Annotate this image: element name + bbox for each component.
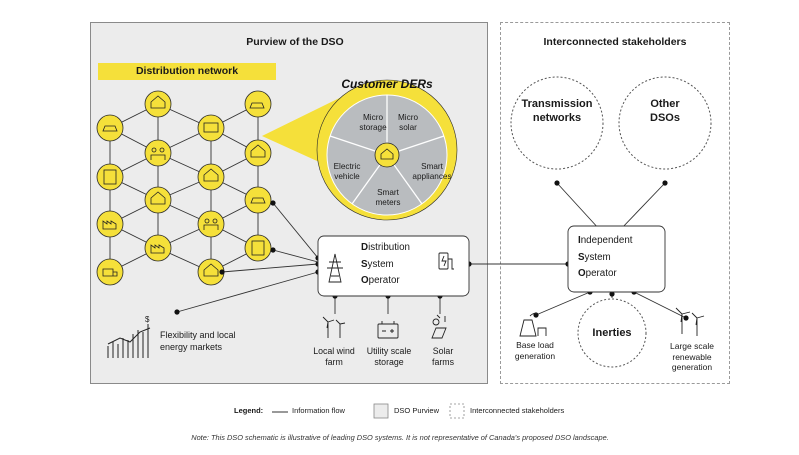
flexibility-label: Flexibility and local energy markets (160, 330, 270, 353)
legend-dso-purview: DSO Purview (394, 406, 440, 415)
wind-turbines-icon (675, 307, 705, 336)
customer-ders-title: Customer DERs (341, 77, 433, 91)
base-load-line2: generation (514, 350, 556, 361)
network-nodes (96, 90, 272, 286)
node-glyphs (102, 95, 266, 277)
footnote: Note: This DSO schematic is illustrative… (191, 433, 609, 442)
network-mesh (109, 103, 259, 273)
large-scale-line3: generation (671, 362, 713, 373)
inerties-label: Inerties (592, 327, 632, 339)
der-smart-meters: Smart meters (375, 188, 401, 207)
node-factory-2 (144, 234, 172, 262)
iso-box-label: Independent System Operator (578, 233, 663, 283)
transmission-networks-circle (510, 76, 604, 170)
node-home-2 (144, 186, 172, 214)
wind-line2: farm (325, 356, 343, 367)
transmission-line2: networks (532, 112, 582, 125)
node-battery (197, 114, 225, 142)
legend-info-flow: Information flow (292, 406, 345, 415)
other-dsos-label: Other DSOs (620, 97, 710, 126)
transmission-line1: Transmission (521, 98, 593, 110)
power-plant-icon (519, 312, 547, 337)
base-load-line1: Base load (516, 340, 554, 350)
solar-line1: Solar (432, 346, 454, 356)
solar-line2: farms (432, 356, 454, 367)
purview-title: Purview of the DSO (246, 36, 344, 48)
charger-icon (438, 252, 454, 270)
der-center-home (374, 142, 400, 168)
iso-s: S (578, 251, 585, 263)
distribution-network-title: Distribution network (98, 63, 276, 80)
solar-farm-label: Solar farms (418, 346, 468, 368)
storage-battery-icon (377, 321, 399, 339)
iso-line2: ystem (584, 251, 611, 263)
transmission-networks-label: Transmission networks (512, 97, 602, 126)
node-house (144, 90, 172, 118)
iso-line1: ndependent (580, 235, 633, 246)
wind-farm-label: Local wind farm (299, 346, 369, 368)
wind-line1: Local wind (313, 346, 355, 356)
other-dsos-circle (618, 76, 712, 170)
node-building (96, 163, 124, 191)
interconnected-title: Interconnected stakeholders (543, 36, 687, 48)
svg-text:$: $ (145, 315, 150, 324)
node-car (96, 114, 124, 142)
dso-line3: perator (368, 275, 400, 287)
flexibility-line1: Flexibility and local (160, 330, 236, 340)
flexibility-line2: energy markets (160, 341, 223, 352)
der-micro-solar: Micro solar (397, 113, 418, 132)
inerties-circle (577, 298, 647, 368)
large-scale-line2: renewable (672, 351, 712, 362)
legend-purview-swatch (373, 403, 389, 419)
node-factory (96, 210, 124, 238)
market-chart-icon: $ (107, 315, 151, 358)
dso-o: O (361, 275, 369, 287)
transmission-tower-icon (327, 253, 343, 283)
base-load-label: Base load generation (502, 340, 568, 361)
wind-farm-icon (322, 316, 346, 338)
dso-s: S (361, 258, 368, 270)
other-dsos-line1: Other (650, 98, 680, 110)
legend-interconnected-swatch (449, 403, 465, 419)
iso-o: O (578, 268, 586, 280)
node-truck (96, 258, 124, 286)
node-home (244, 139, 272, 167)
iso-i: I (578, 235, 581, 246)
dso-line1: istribution (368, 242, 411, 253)
large-scale-line1: Large scale (670, 341, 714, 351)
other-dsos-line2: DSOs (650, 112, 680, 125)
dso-line2: ystem (367, 258, 394, 270)
node-people-2 (197, 210, 225, 238)
iso-box (567, 225, 666, 293)
node-car-2 (244, 186, 272, 214)
node-ev (244, 90, 272, 118)
legend-interconnected: Interconnected stakeholders (470, 406, 565, 415)
legend-label: Legend: (234, 406, 264, 415)
storage-label: Utility scale storage (354, 346, 424, 368)
dso-box-label: Distribution System Operator (361, 240, 451, 290)
storage-line1: Utility scale (366, 346, 412, 356)
dso-box (317, 235, 470, 297)
der-smart-appliances: Smart appliances (412, 162, 452, 181)
home-icon (380, 148, 394, 160)
storage-line2: storage (374, 356, 404, 367)
node-office (244, 234, 272, 262)
dso-connectors (176, 182, 687, 319)
der-micro-storage: Micro storage (359, 113, 387, 132)
der-electric-vehicle: Electric vehicle (333, 162, 361, 181)
node-people (144, 139, 172, 167)
dso-d: D (361, 242, 369, 253)
node-home-solar (197, 163, 225, 191)
iso-line3: perator (585, 268, 617, 280)
large-scale-label: Large scale renewable generation (660, 341, 724, 373)
interconnected-panel (500, 22, 730, 384)
solar-farm-icon (431, 314, 447, 339)
